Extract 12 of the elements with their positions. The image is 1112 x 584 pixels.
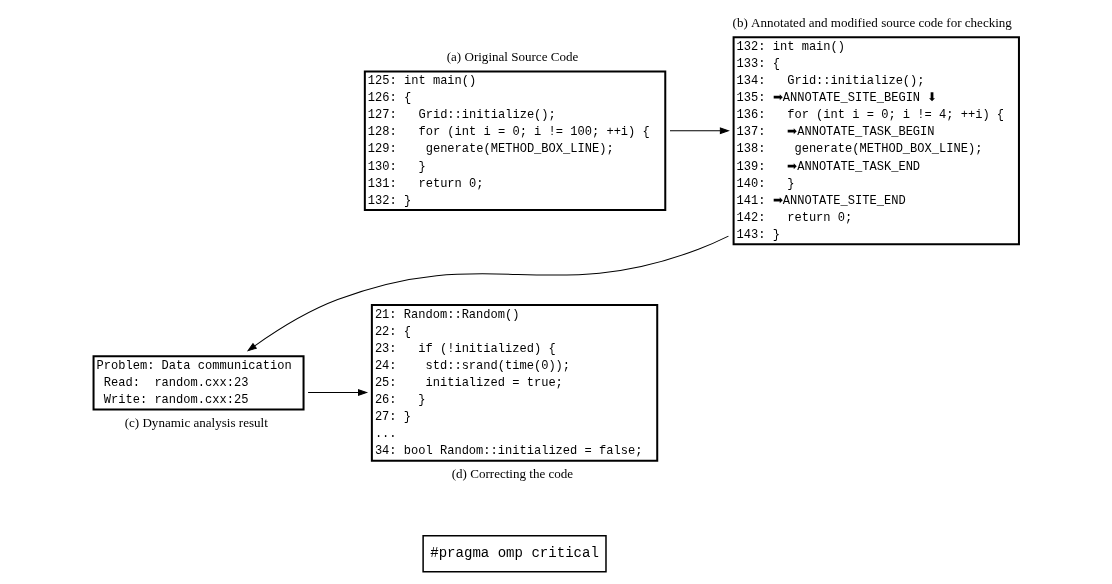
arrow [669,127,729,135]
node-box: 125: int main() 126: { 127: Grid::initialize(); 128: for (int i = 0; i != 100; ++i) { 129: generate(METHOD_BOX_LINE); 130: } 131: return 0; 132: } [363,70,667,212]
node-box: Problem: Data communication Read: random.cxx:23 Write: random.cxx:25 [92,355,305,411]
node-box: #pragma omp critical [422,534,607,573]
arrow [307,389,368,396]
node-label: (a) Original Source Code [446,48,579,64]
node-label: (b) Annotated and modified source code for checking [732,14,1012,30]
node-label: (d) Correcting the code [451,466,574,482]
node-box: 21: Random::Random() 22: { 23: if (!initialized) { 24: std::srand(time(0)); 25: initialized = true; 26: } 27: } ... 34: bool Random::initialized = false; [370,304,659,462]
node-label: (c) Dynamic analysis result [124,415,268,431]
node-box: 132: int main() 133: { 134: Grid::initialize(); 135: ➡ANNOTATE_SITE_BEGIN ⬇ 136: for (int i = 0; i != 4; ++i) { 137: ➡ANNOTATE_TASK_BEGIN 138: generate(METHOD_BOX_LINE); 139: ➡ANNOTATE_TASK_END 140: } 141: ➡ANNOTATE_SITE_END 142: return 0; 143: } [732,36,1020,246]
arrow [247,235,729,352]
